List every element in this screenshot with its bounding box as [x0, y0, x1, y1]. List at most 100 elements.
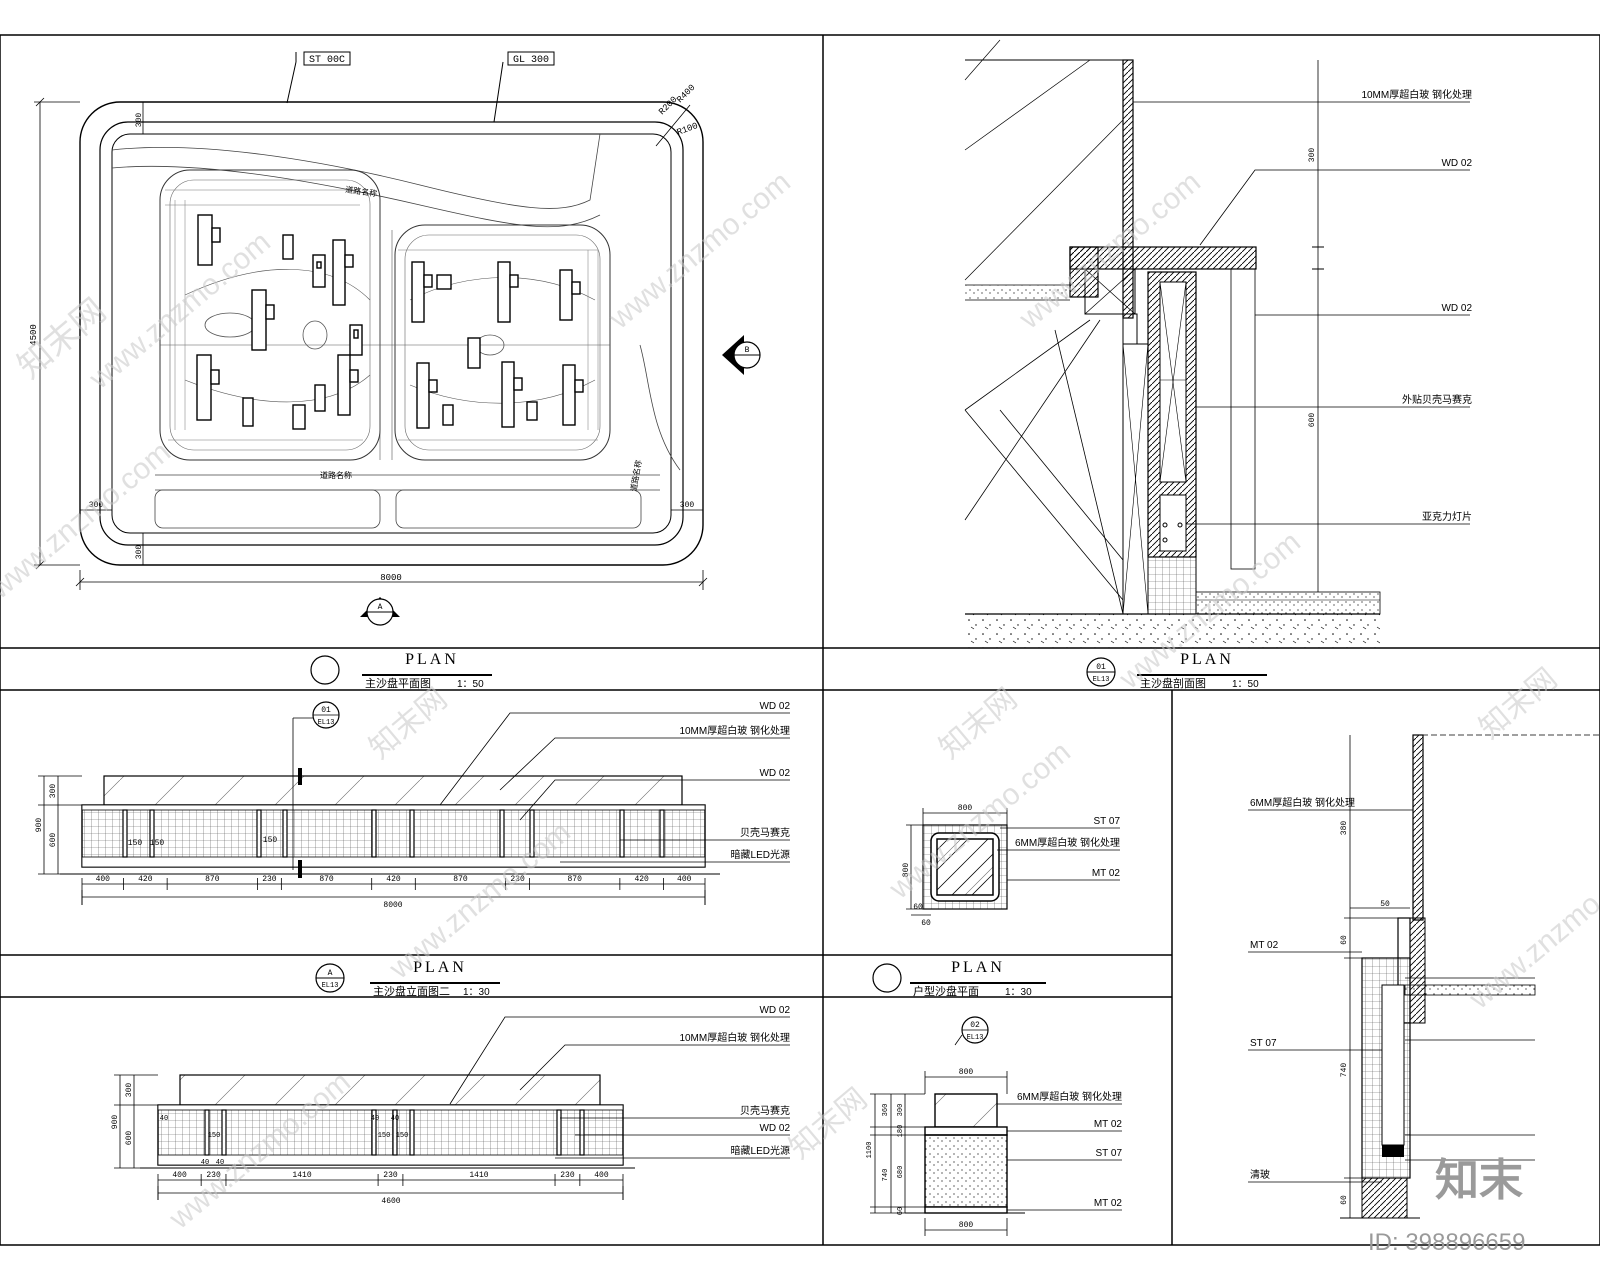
title-plan: PLAN [405, 651, 459, 668]
watermark-cn: 知末网 [363, 682, 453, 765]
marker-bottom: EL13 [318, 719, 335, 727]
dim-edge: 300 [135, 113, 144, 128]
dim-segment: 230 [262, 875, 277, 884]
dim: 1100 [866, 1142, 874, 1159]
dim: 900 [111, 1115, 120, 1130]
dim-segment: 230 [206, 1171, 221, 1180]
dim: 40 [201, 1159, 209, 1167]
watermark-cn: 知末网 [1473, 662, 1563, 745]
section-marker-b[interactable]: B [722, 335, 761, 375]
watermark-cn: 知末网 [783, 1082, 873, 1165]
callout: WD 02 [759, 768, 790, 779]
dim: 150 [378, 1132, 391, 1140]
marker-bottom: EL13 [967, 1034, 984, 1042]
section-1: 300 600 10MM厚超白玻 钢化处理 WD 02 WD 02 外贴贝壳马赛… [964, 39, 1472, 648]
marker-top: 02 [970, 1021, 980, 1030]
dim-segment: 420 [634, 875, 649, 884]
dim-segment: 1410 [469, 1171, 488, 1180]
dim-segment: 1410 [292, 1171, 311, 1180]
dim: 600 [125, 1131, 134, 1146]
dim: 300 [897, 1104, 905, 1117]
dim-segment: 230 [510, 875, 525, 884]
callout: WD 02 [759, 701, 790, 712]
brand-block: 知末 ID: 398896659 [1368, 1156, 1525, 1256]
callout: MT 02 [1094, 1198, 1123, 1209]
title-plan: PLAN [413, 959, 467, 976]
dim: 740 [1340, 1063, 1349, 1078]
section-2: 50 380 60 740 60 6MM厚超白玻 钢化处理 MT 02 ST 0… [1248, 734, 1600, 1219]
callout: 10MM厚超白玻 钢化处理 [679, 1031, 790, 1044]
dim: 150 [396, 1132, 409, 1140]
dim: 150 [128, 839, 143, 848]
dim: 60 [913, 903, 923, 912]
dim-segment: 870 [453, 875, 468, 884]
dim: 800 [959, 1068, 974, 1077]
callout: 暗藏LED光源 [731, 1144, 790, 1157]
radius-label: R400 [675, 83, 697, 105]
callout: 亚克力灯片 [1422, 510, 1472, 523]
detail-marker-01[interactable]: 01 EL13 [293, 701, 340, 729]
dim-segment: 230 [560, 1171, 575, 1180]
callout: 6MM厚超白玻 钢化处理 [1017, 1090, 1122, 1103]
dim: 150 [150, 839, 165, 848]
title-text: 主沙盘剖面图 [1140, 676, 1206, 690]
dim-segment: 400 [96, 875, 111, 884]
marker-top: 01 [1096, 663, 1106, 672]
detail-marker-02[interactable]: 02 EL13 [954, 1016, 989, 1046]
elevation-marker-a[interactable]: A [360, 597, 400, 626]
site-plan: ST 00C GL 300 R200 R400 R100 道路名称 道路名称 道… [29, 51, 761, 626]
title-text: 主沙盘平面图 [365, 676, 431, 690]
title-bar-site-plan: PLAN 主沙盘平面图 1：50 [310, 651, 492, 690]
dim: 60 [921, 919, 931, 928]
tag-st-label: ST 00C [309, 55, 345, 66]
dim: 300 [49, 784, 58, 799]
callout: 暗藏LED光源 [731, 848, 790, 861]
title-plan: PLAN [1180, 651, 1234, 668]
dim: 800 [958, 804, 973, 813]
dim-segment: 420 [138, 875, 153, 884]
title-bar-section: 01 EL13 PLAN 主沙盘剖面图 1：50 [1086, 651, 1267, 690]
dim: 800 [959, 1221, 974, 1230]
dim-segment: 400 [594, 1171, 609, 1180]
callout: ST 07 [1094, 816, 1121, 827]
sofa-elevation: 02 EL13 800 800 360 300 1100 [866, 1016, 1123, 1236]
brand-id: ID: 398896659 [1368, 1229, 1525, 1256]
marker-bottom: EL13 [1093, 676, 1110, 684]
dim-segment: 870 [567, 875, 582, 884]
dim: 740 [882, 1169, 890, 1182]
dim: 300 [1308, 148, 1317, 163]
callout: 6MM厚超白玻 钢化处理 [1250, 796, 1355, 809]
dim: 60 [1340, 1195, 1349, 1205]
dim: 600 [49, 833, 58, 848]
road-label: 道路名称 [628, 459, 643, 492]
tag-gl: GL 300 [493, 51, 555, 123]
callout: 10MM厚超白玻 钢化处理 [679, 724, 790, 737]
callout: WD 02 [759, 1005, 790, 1016]
title-bar-sofa-plan: PLAN 户型沙盘平面 1：30 [872, 959, 1046, 998]
dim-total: 8000 [383, 901, 402, 910]
callout: 6MM厚超白玻 钢化处理 [1015, 836, 1120, 849]
title-scale: 1：30 [463, 987, 490, 998]
dim-total: 4600 [381, 1197, 400, 1206]
dim: 180 [897, 1125, 905, 1138]
dim: 360 [882, 1104, 890, 1117]
dim: 60 [1340, 935, 1349, 945]
dim-height: 4500 [29, 324, 39, 346]
dim-segment: 400 [172, 1171, 187, 1180]
title-plan: PLAN [951, 959, 1005, 976]
dim: 60 [897, 1207, 905, 1215]
elevation-b: 300 900 600 40 40 40 150 150 150 40 40 4… [111, 1005, 790, 1206]
tag-st: ST 00C [286, 51, 351, 104]
dim-segment: 420 [386, 875, 401, 884]
callout: 外贴贝壳马赛克 [1402, 393, 1472, 406]
callout: MT 02 [1094, 1119, 1123, 1130]
callout: 贝壳马赛克 [740, 1104, 790, 1117]
watermark-site: www.znzmo.com [0, 435, 177, 606]
callout: MT 02 [1092, 868, 1121, 879]
radius-label: R100 [676, 121, 700, 138]
title-bar-elevation: A EL13 PLAN 主沙盘立面图二 1：30 [315, 959, 500, 998]
title-scale: 1：30 [1005, 987, 1032, 998]
callout: WD 02 [759, 1123, 790, 1134]
